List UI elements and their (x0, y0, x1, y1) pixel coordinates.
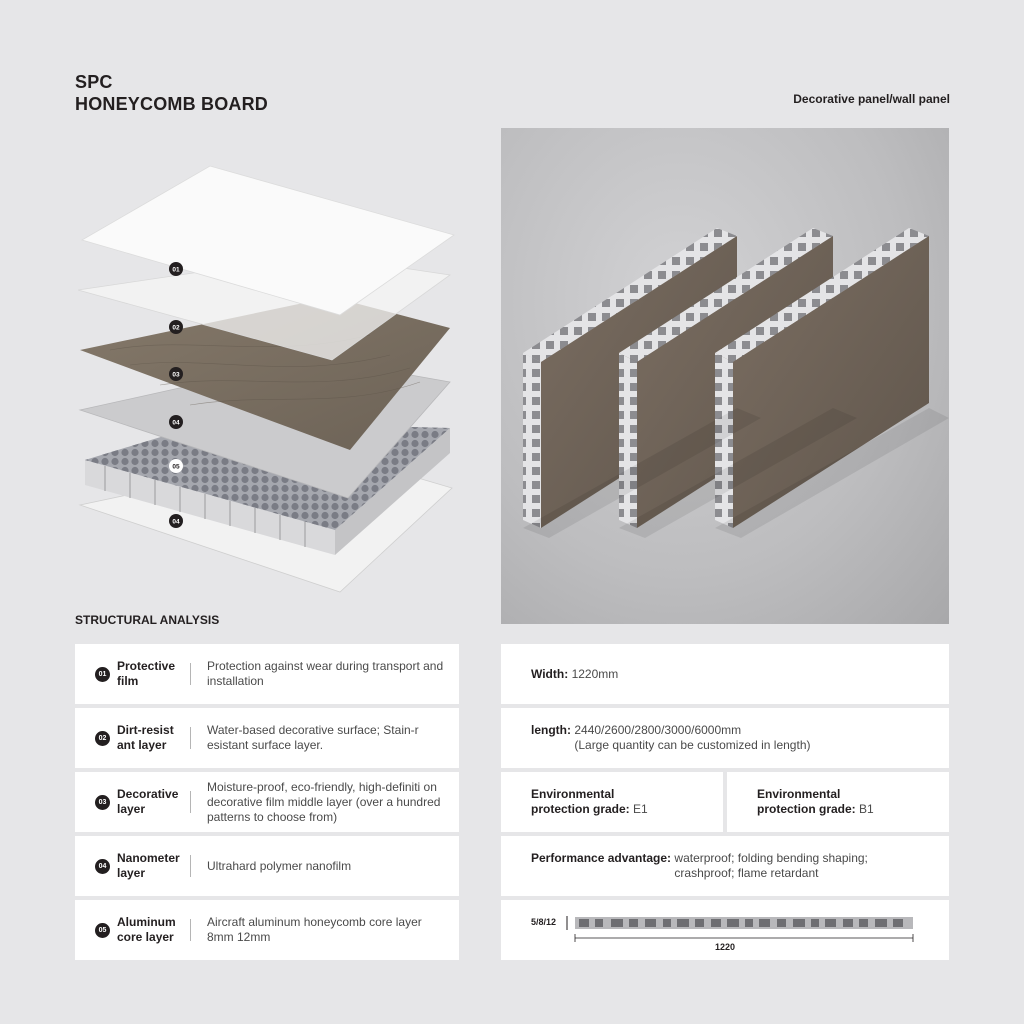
diagram-badge (169, 262, 183, 276)
section-title: STRUCTURAL ANALYSIS (75, 613, 220, 627)
layer-card-01: 01 Protective film Protection against we… (75, 644, 459, 704)
performance-value-line2: crashproof; flame retardant (674, 866, 819, 880)
env1-label-line2: protection grade: (531, 802, 630, 816)
layer-name: Aluminum core layer (117, 915, 176, 944)
layer-badge: 03 (95, 795, 110, 810)
layer-description: Water-based decorative surface; Stain-r … (207, 723, 419, 752)
protective-film-layer (80, 165, 455, 316)
layer-card-02: 02 Dirt-resist ant layer Water-based dec… (75, 708, 459, 768)
performance-label: Performance advantage: (531, 851, 672, 865)
layer-name: Nanometer layer (117, 851, 180, 880)
diagram-label-01: 01 (172, 267, 180, 274)
layer-card-04: 04 Nanometer layer Ultrahard polymer nan… (75, 836, 459, 896)
layer-badge: 01 (95, 667, 110, 682)
diagram-label-04: 04 (172, 420, 180, 427)
spec-length-card: length: 2440/2600/2800/3000/6000mm (Larg… (501, 708, 949, 768)
spec-dimension-card: 5/8/12 1220 (501, 900, 949, 960)
diagram-label-02: 02 (172, 325, 180, 332)
length-note: (Large quantity can be customized in len… (574, 738, 811, 752)
diagram-label-04b: 04 (172, 519, 180, 526)
length-value: 2440/2600/2800/3000/6000mm (574, 723, 742, 737)
panel-3 (715, 228, 929, 528)
layer-badge: 05 (95, 923, 110, 938)
divider (190, 663, 191, 685)
layer-description: Moisture-proof, eco-friendly, high-defin… (207, 779, 441, 824)
diagram-label-03: 03 (172, 372, 180, 379)
divider (190, 727, 191, 749)
env2-label-line1: Environmental (757, 787, 841, 801)
spec-performance-card: Performance advantage: waterproof; foldi… (501, 836, 949, 896)
width-value: 1220mm (571, 666, 619, 681)
spec-env-e1-card: Environmental protection grade: E1 (501, 772, 723, 832)
page-title: SPC HONEYCOMB BOARD (75, 71, 268, 115)
env1-label-line1: Environmental (531, 787, 615, 801)
honeycomb-core-side-right (335, 428, 450, 555)
diagram-label-05: 05 (172, 464, 180, 471)
env1-value: E1 (633, 802, 648, 816)
layer-name: Protective film (117, 659, 176, 688)
cross-section-drawing (566, 916, 914, 942)
title-line-2: HONEYCOMB BOARD (75, 94, 269, 114)
spec-width-card: Width: 1220mm (501, 644, 949, 704)
layer-description: Protection against wear during transport… (207, 659, 444, 688)
thickness-label: 5/8/12 (531, 917, 557, 927)
product-photo (501, 128, 949, 624)
width-dimension-label: 1220 (714, 942, 736, 952)
exploded-layer-diagram: 01 02 03 04 05 04 (70, 160, 470, 610)
divider (190, 855, 191, 877)
layer-description: Aircraft aluminum honeycomb core layer 8… (207, 915, 422, 944)
divider (190, 791, 191, 813)
page-subtitle: Decorative panel/wall panel (793, 92, 950, 106)
width-label: Width: (531, 666, 569, 681)
layer-card-03: 03 Decorative layer Moisture-proof, eco-… (75, 772, 459, 832)
env2-value: B1 (859, 802, 874, 816)
length-label: length: (531, 723, 571, 737)
layer-badge: 04 (95, 859, 110, 874)
layer-description: Ultrahard polymer nanofilm (207, 858, 352, 873)
divider (190, 919, 191, 941)
layer-name: Decorative layer (117, 787, 179, 816)
honeycomb-core-side (85, 460, 335, 555)
spec-env-b1-card: Environmental protection grade: B1 (727, 772, 949, 832)
title-line-1: SPC (75, 72, 113, 92)
env2-label-line2: protection grade: (757, 802, 856, 816)
layer-badge: 02 (95, 731, 110, 746)
performance-value-line1: waterproof; folding bending shaping; (674, 851, 868, 865)
layer-card-05: 05 Aluminum core layer Aircraft aluminum… (75, 900, 459, 960)
layer-name: Dirt-resist ant layer (117, 723, 174, 752)
